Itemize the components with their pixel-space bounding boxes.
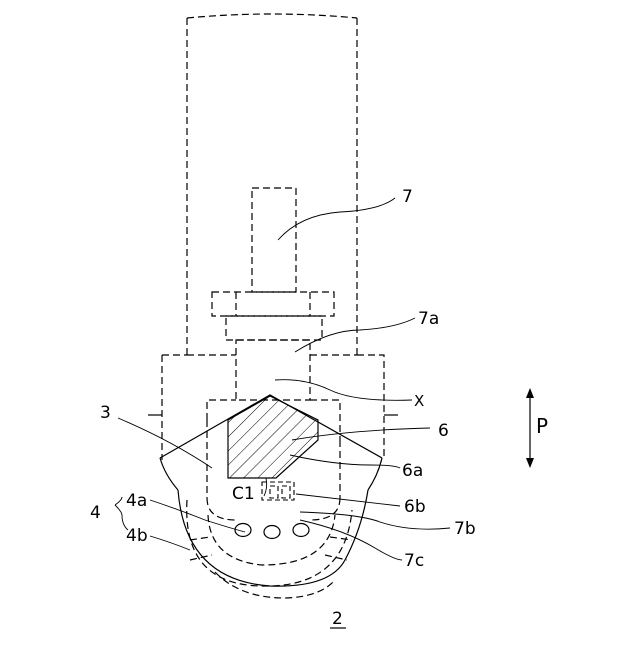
label-4a: 4a xyxy=(126,491,147,511)
label-7b: 7b xyxy=(454,519,476,539)
label-4: 4 xyxy=(90,503,101,523)
roller-4 xyxy=(187,500,352,598)
direction-arrow xyxy=(526,388,534,468)
label-direction-p: P xyxy=(536,414,548,438)
label-6: 6 xyxy=(438,421,449,441)
label-7a: 7a xyxy=(418,309,439,329)
label-7c: 7c xyxy=(404,551,424,571)
label-c1: C1 xyxy=(232,484,255,504)
label-4b: 4b xyxy=(126,526,148,546)
leader-lines xyxy=(115,198,450,560)
shaft-7 xyxy=(252,188,296,292)
cutter-6 xyxy=(228,396,318,478)
label-x: X xyxy=(414,392,424,410)
holes-7b xyxy=(235,524,309,539)
label-6b: 6b xyxy=(404,497,426,517)
figure-number: 2 xyxy=(332,609,343,629)
flange-7a xyxy=(212,292,334,400)
label-3: 3 xyxy=(100,403,111,423)
label-6a: 6a xyxy=(402,461,423,481)
label-7: 7 xyxy=(402,187,413,207)
